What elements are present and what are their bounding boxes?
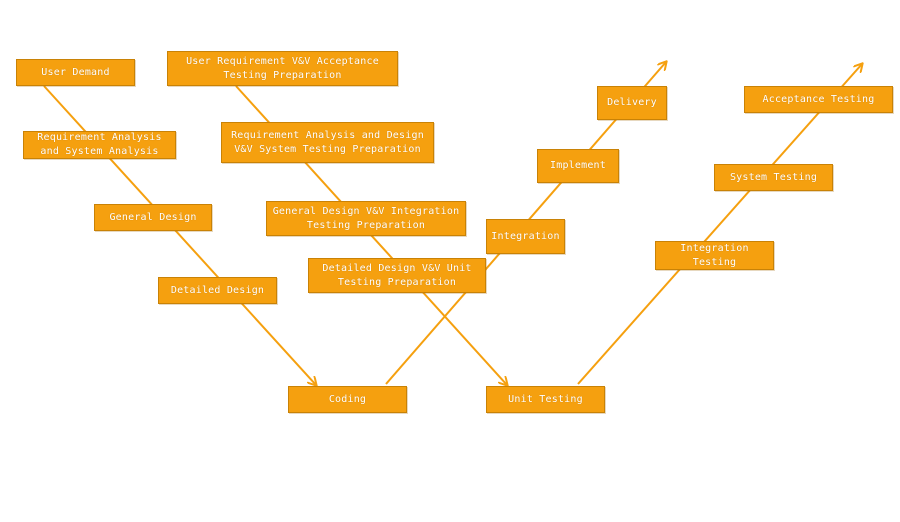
coding-label: Coding xyxy=(328,393,367,405)
general-design-vv-label: General Design V&V Integration Testing P… xyxy=(272,205,460,231)
integration-label: Integration xyxy=(491,230,560,242)
testing-chain-arrow xyxy=(577,64,862,385)
requirement-analysis-box: Requirement Analysis and System Analysis xyxy=(23,131,176,159)
integration-testing-label: Integration Testing xyxy=(680,242,749,268)
requirement-analysis-label: Requirement Analysis and System Analysis xyxy=(37,132,162,157)
system-testing-label: System Testing xyxy=(729,171,818,183)
acceptance-testing-box: Acceptance Testing xyxy=(744,86,893,113)
detailed-design-label: Detailed Design xyxy=(170,284,265,296)
implement-label: Implement xyxy=(550,160,606,171)
general-design-vv-box: General Design V&V Integration Testing P… xyxy=(266,201,466,236)
acceptance-testing-label: Acceptance Testing xyxy=(762,93,875,105)
user-requirement-vv-box: User Requirement V&V Acceptance Testing … xyxy=(167,51,398,86)
coding-box: Coding xyxy=(288,386,407,413)
detailed-design-vv-box: Detailed Design V&V Unit Testing Prepara… xyxy=(308,258,486,293)
delivery-label: Delivery xyxy=(607,97,657,108)
implement-box: Implement xyxy=(537,149,619,183)
system-testing-box: System Testing xyxy=(714,164,833,191)
detailed-design-box: Detailed Design xyxy=(158,277,277,304)
general-design-box: General Design xyxy=(94,204,212,231)
detailed-design-vv-label: Detailed Design V&V Unit Testing Prepara… xyxy=(322,262,472,288)
integration-testing-box: Integration Testing xyxy=(655,241,774,270)
general-design-label: General Design xyxy=(109,211,197,223)
unit-testing-label: Unit Testing xyxy=(508,393,583,405)
user-requirement-vv-label: User Requirement V&V Acceptance Testing … xyxy=(186,55,379,81)
user-demand-label: User Demand xyxy=(41,66,110,78)
requirement-design-vv-box: Requirement Analysis and Design V&V Syst… xyxy=(221,122,434,163)
user-demand-box: User Demand xyxy=(16,59,135,86)
delivery-box: Delivery xyxy=(597,86,667,120)
requirement-design-vv-label: Requirement Analysis and Design V&V Syst… xyxy=(231,129,424,155)
unit-testing-box: Unit Testing xyxy=(486,386,605,413)
integration-box: Integration xyxy=(486,219,565,254)
